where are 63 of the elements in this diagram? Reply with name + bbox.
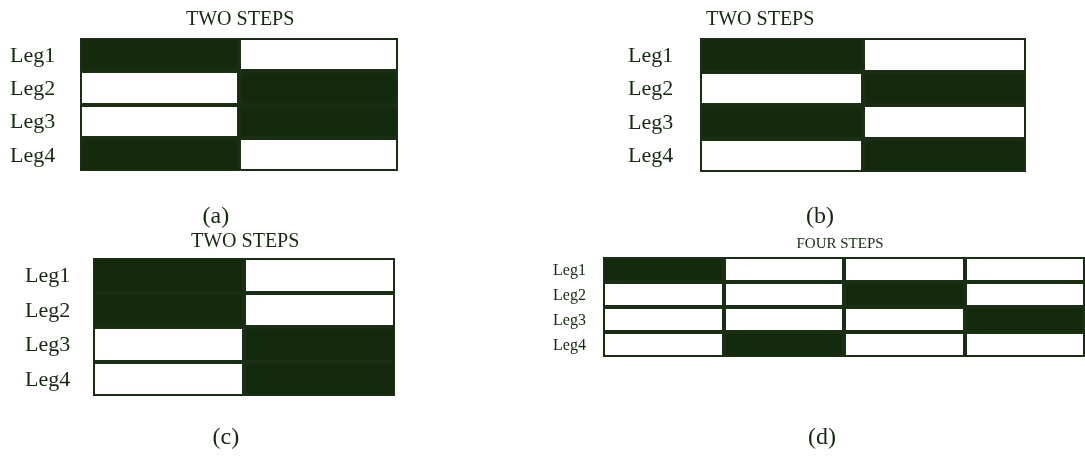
gait-phase-cell — [80, 137, 239, 172]
panel-title: TWO STEPS — [706, 8, 815, 28]
gait-phase-cell — [93, 327, 244, 362]
leg-label: Leg3 — [553, 311, 586, 328]
gait-phase-cell — [700, 105, 863, 139]
gait-phase-cell — [93, 292, 244, 327]
gait-phase-cell — [603, 257, 724, 282]
gait-phase-cell — [700, 38, 863, 72]
gait-phase-cell — [844, 307, 965, 332]
gait-phase-cell — [863, 105, 1026, 139]
leg-label: Leg4 — [628, 144, 674, 167]
gait-phase-cell — [603, 282, 724, 307]
gait-phase-cell — [239, 71, 398, 105]
gait-phase-cell — [863, 38, 1026, 72]
gait-phase-cell — [700, 71, 863, 105]
leg-label: Leg2 — [628, 77, 674, 100]
gait-phase-cell — [80, 38, 239, 72]
panel-title: TWO STEPS — [191, 230, 300, 250]
gait-phase-cell — [603, 307, 724, 332]
gait-phase-cell — [964, 307, 1085, 332]
gait-phase-cell — [863, 138, 1026, 172]
leg-label: Leg1 — [553, 261, 586, 278]
panel-caption: (c) — [212, 424, 240, 448]
gait-phase-cell — [844, 332, 965, 357]
gait-phase-cell — [80, 71, 239, 105]
gait-phase-cell — [723, 332, 844, 357]
gait-phase-cell — [93, 361, 244, 396]
gait-phase-cell — [603, 332, 724, 357]
gait-phase-cell — [93, 258, 244, 293]
panel-caption: (a) — [202, 203, 230, 227]
gait-phase-cell — [239, 104, 398, 138]
leg-label: Leg1 — [628, 43, 674, 66]
leg-label: Leg3 — [628, 110, 674, 133]
gait-phase-cell — [244, 292, 395, 327]
gait-phase-cell — [700, 138, 863, 172]
leg-label: Leg4 — [10, 143, 56, 166]
gait-phase-cell — [80, 104, 239, 138]
gait-phase-cell — [844, 257, 965, 282]
panel-caption: (d) — [808, 424, 836, 448]
panel-title: TWO STEPS — [186, 8, 295, 28]
leg-label: Leg1 — [25, 264, 71, 287]
gait-phase-cell — [863, 71, 1026, 105]
gait-phase-cell — [964, 282, 1085, 307]
leg-label: Leg4 — [25, 367, 71, 390]
leg-label: Leg4 — [553, 336, 586, 353]
gait-phase-cell — [723, 282, 844, 307]
gait-phase-cell — [723, 307, 844, 332]
leg-label: Leg2 — [25, 298, 71, 321]
leg-label: Leg2 — [553, 286, 586, 303]
gait-phase-cell — [239, 38, 398, 72]
gait-phase-cell — [244, 327, 395, 362]
gait-phase-cell — [239, 137, 398, 172]
gait-phase-cell — [244, 361, 395, 396]
gait-phase-cell — [964, 332, 1085, 357]
gait-phase-cell — [723, 257, 844, 282]
gait-phase-cell — [244, 258, 395, 293]
panel-title: FOUR STEPS — [796, 236, 884, 251]
leg-label: Leg3 — [10, 110, 56, 133]
panel-caption: (b) — [806, 203, 834, 227]
leg-label: Leg2 — [10, 76, 56, 99]
leg-label: Leg3 — [25, 333, 71, 356]
gait-phase-cell — [964, 257, 1085, 282]
leg-label: Leg1 — [10, 43, 56, 66]
